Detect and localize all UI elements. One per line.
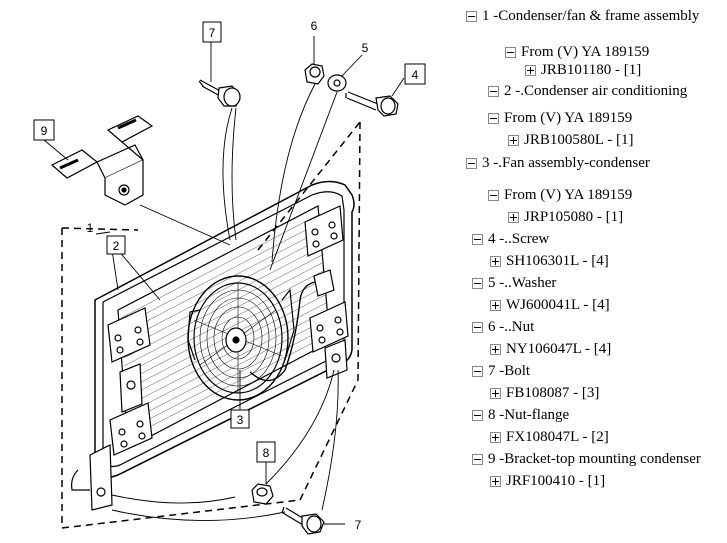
screw: [345, 91, 399, 117]
tree-node[interactable]: JRB100580L - [1]: [508, 130, 633, 150]
tree-node[interactable]: SH106301L - [4]: [490, 251, 609, 271]
svg-text:3: 3: [237, 413, 244, 427]
tree-node[interactable]: 9 -Bracket-top mounting condenser: [472, 449, 701, 469]
tree-node[interactable]: JRF100410 - [1]: [490, 471, 605, 491]
tree-node[interactable]: 6 -..Nut: [472, 317, 534, 337]
flange-nut: [251, 483, 274, 505]
expand-toggle-icon[interactable]: [490, 299, 501, 311]
callout-7-bottom[interactable]: 7: [355, 518, 362, 532]
svg-text:5: 5: [362, 41, 369, 55]
tree-node-label[interactable]: 8 -Nut-flange: [488, 406, 570, 423]
collapse-toggle-icon[interactable]: [472, 277, 483, 289]
expand-toggle-icon[interactable]: [490, 431, 501, 443]
leader-lines: [43, 36, 405, 525]
collapse-toggle-icon[interactable]: [488, 85, 499, 97]
tree-node[interactable]: JRB101180 - [1]: [525, 60, 641, 80]
collapse-toggle-icon[interactable]: [472, 233, 483, 245]
callout-labels: 7 6 5 4 9 1 2 3 8 7: [33, 19, 426, 532]
tree-node-label[interactable]: 1 -Condenser/fan & frame assembly: [482, 7, 700, 24]
washer: [327, 74, 347, 92]
tree-node[interactable]: FB108087 - [3]: [490, 383, 599, 403]
tree-node[interactable]: NY106047L - [4]: [490, 339, 611, 359]
callout-3[interactable]: 3: [230, 409, 250, 429]
tree-node-label[interactable]: 3 -.Fan assembly-condenser: [482, 154, 650, 171]
tree-node[interactable]: WJ600041L - [4]: [490, 295, 610, 315]
lower-mounting-leg: [71, 339, 348, 511]
tree-node[interactable]: 7 -Bolt: [472, 361, 530, 381]
collapse-toggle-icon[interactable]: [472, 453, 483, 465]
mounting-plates: [107, 205, 349, 456]
tree-node-label[interactable]: 5 -..Washer: [488, 274, 557, 291]
svg-text:8: 8: [263, 446, 270, 460]
tree-node[interactable]: From (V) YA 189159: [505, 42, 649, 62]
tree-node[interactable]: 1 -Condenser/fan & frame assembly: [466, 6, 699, 26]
svg-text:2: 2: [113, 239, 120, 253]
tree-node-label[interactable]: FX108047L - [2]: [506, 428, 609, 445]
expand-toggle-icon[interactable]: [490, 343, 501, 355]
collapse-toggle-icon[interactable]: [466, 10, 477, 22]
tree-node[interactable]: 2 -.Condenser air conditioning: [488, 81, 687, 101]
tree-node-label[interactable]: 4 -..Screw: [488, 230, 550, 247]
tree-node-label[interactable]: FB108087 - [3]: [506, 384, 600, 401]
callout-5[interactable]: 5: [362, 41, 369, 55]
tree-node[interactable]: JRP105080 - [1]: [508, 207, 623, 227]
tree-node-label[interactable]: 2 -.Condenser air conditioning: [504, 82, 688, 99]
callout-8[interactable]: 8: [256, 441, 276, 463]
tree-node-label[interactable]: SH106301L - [4]: [506, 252, 609, 269]
svg-text:6: 6: [311, 19, 318, 33]
svg-text:1: 1: [87, 221, 94, 235]
svg-text:9: 9: [41, 124, 48, 138]
tree-node-label[interactable]: From (V) YA 189159: [521, 43, 650, 60]
collapse-toggle-icon[interactable]: [466, 157, 477, 169]
callout-7-top[interactable]: 7: [202, 21, 222, 43]
tree-node[interactable]: From (V) YA 189159: [488, 108, 632, 128]
collapse-toggle-icon[interactable]: [488, 112, 499, 124]
callout-2[interactable]: 2: [106, 235, 126, 255]
expand-toggle-icon[interactable]: [508, 134, 519, 146]
bolt-bottom: [281, 506, 325, 535]
tree-node-label[interactable]: 9 -Bracket-top mounting condenser: [488, 450, 701, 467]
expand-toggle-icon[interactable]: [490, 475, 501, 487]
expand-toggle-icon[interactable]: [490, 387, 501, 399]
tree-node-label[interactable]: From (V) YA 189159: [504, 109, 633, 126]
expand-toggle-icon[interactable]: [490, 255, 501, 267]
tree-node[interactable]: 8 -Nut-flange: [472, 405, 569, 425]
svg-text:4: 4: [412, 68, 419, 82]
tree-node[interactable]: FX108047L - [2]: [490, 427, 609, 447]
parts-diagram: 7 6 5 4 9 1 2 3 8 7: [33, 19, 426, 535]
tree-node-label[interactable]: NY106047L - [4]: [506, 340, 612, 357]
collapse-toggle-icon[interactable]: [488, 189, 499, 201]
svg-text:7: 7: [209, 26, 216, 40]
collapse-toggle-icon[interactable]: [505, 46, 516, 58]
tree-node-label[interactable]: 7 -Bolt: [488, 362, 531, 379]
tree-node-label[interactable]: WJ600041L - [4]: [506, 296, 610, 313]
tree-node-label[interactable]: JRB101180 - [1]: [541, 61, 642, 78]
top-bracket: [50, 115, 154, 206]
callout-1[interactable]: 1: [87, 221, 94, 235]
tree-node-label[interactable]: 6 -..Nut: [488, 318, 535, 335]
collapse-toggle-icon[interactable]: [472, 365, 483, 377]
tree-node[interactable]: 4 -..Screw: [472, 229, 549, 249]
nut: [304, 63, 325, 85]
tree-node-label[interactable]: JRB100580L - [1]: [524, 131, 634, 148]
tree-node-label[interactable]: JRP105080 - [1]: [524, 208, 624, 225]
callout-9[interactable]: 9: [33, 119, 55, 141]
collapse-toggle-icon[interactable]: [472, 409, 483, 421]
callout-4[interactable]: 4: [404, 63, 426, 85]
expand-toggle-icon[interactable]: [508, 211, 519, 223]
callout-6[interactable]: 6: [311, 19, 318, 33]
tree-node[interactable]: 5 -..Washer: [472, 273, 556, 293]
collapse-toggle-icon[interactable]: [472, 321, 483, 333]
tree-node-label[interactable]: From (V) YA 189159: [504, 186, 633, 203]
tree-node[interactable]: 3 -.Fan assembly-condenser: [466, 153, 650, 173]
expand-toggle-icon[interactable]: [525, 64, 536, 76]
fan-assembly: [187, 269, 335, 401]
svg-text:7: 7: [355, 518, 362, 532]
tree-node-label[interactable]: JRF100410 - [1]: [506, 472, 606, 489]
bolt-top: [198, 79, 241, 107]
tree-node[interactable]: From (V) YA 189159: [488, 185, 632, 205]
